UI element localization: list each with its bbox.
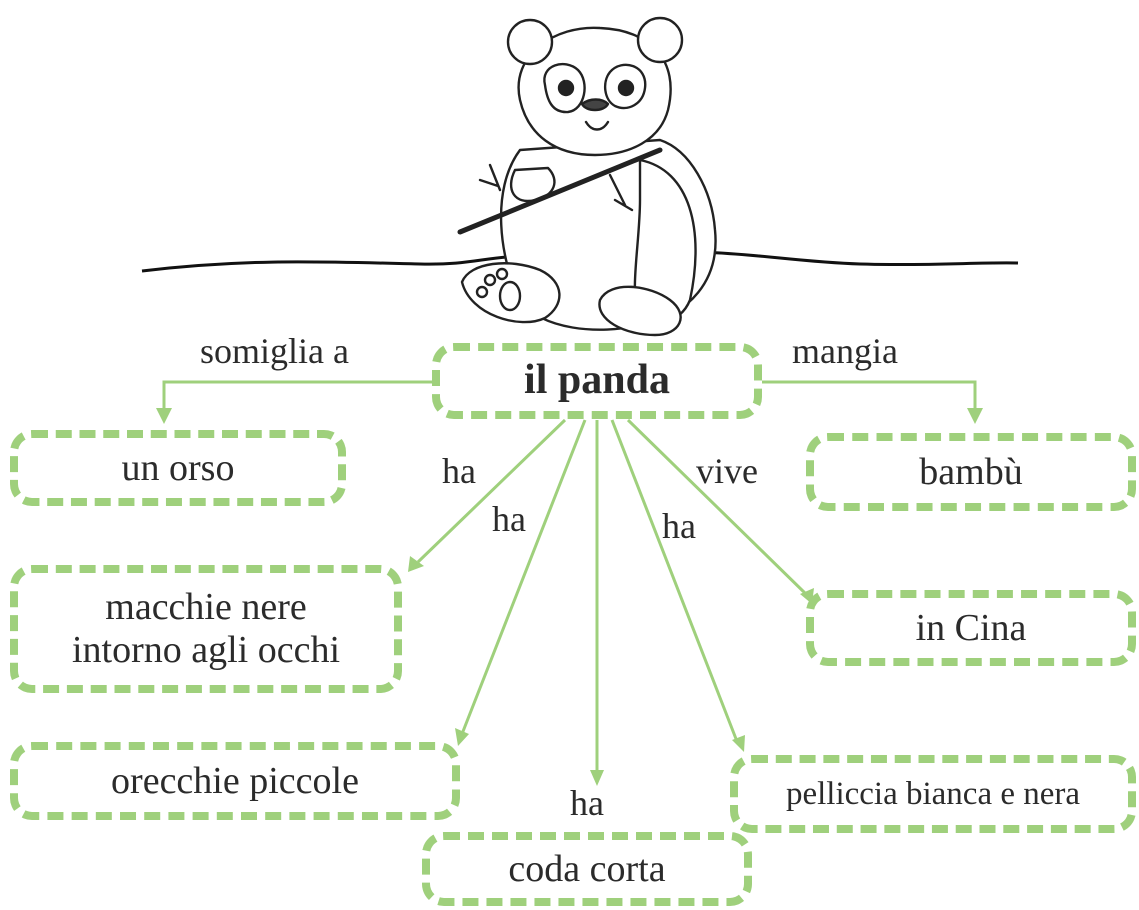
center-node: il panda: [432, 343, 762, 419]
node-in-cina-label: in Cina: [916, 607, 1027, 650]
panda-eating-bamboo-icon: [460, 18, 716, 335]
center-label: il panda: [524, 357, 670, 404]
arrow-mangia: [967, 408, 983, 424]
label-ha-pelliccia: ha: [662, 505, 696, 547]
connector-ha-macchie: [418, 420, 565, 562]
label-somiglia: somiglia a: [200, 330, 349, 372]
arrow-somiglia: [156, 408, 172, 424]
node-macchie-line2: intorno agli occhi: [72, 629, 340, 672]
node-un-orso-label: un orso: [122, 447, 235, 490]
node-un-orso: un orso: [10, 430, 346, 506]
connector-ha-orecchie: [462, 420, 585, 734]
node-orecchie: orecchie piccole: [10, 742, 460, 820]
node-macchie: macchie nere intorno agli occhi: [10, 565, 402, 693]
label-mangia: mangia: [792, 330, 898, 372]
label-ha-macchie: ha: [442, 450, 476, 492]
node-in-cina: in Cina: [806, 590, 1136, 666]
connector-mangia: [760, 382, 975, 410]
node-macchie-line1: macchie nere: [105, 586, 306, 629]
node-pelliccia: pelliccia bianca e nera: [730, 755, 1136, 833]
label-vive: vive: [696, 450, 758, 492]
node-coda: coda corta: [422, 832, 752, 906]
connector-vive: [628, 420, 808, 596]
node-bambu: bambù: [806, 433, 1136, 511]
node-coda-label: coda corta: [508, 848, 665, 891]
connector-somiglia: [164, 382, 432, 410]
node-orecchie-label: orecchie piccole: [111, 760, 359, 803]
node-pelliccia-label: pelliccia bianca e nera: [786, 776, 1080, 813]
label-ha-coda: ha: [570, 782, 604, 824]
node-bambu-label: bambù: [919, 451, 1022, 494]
label-ha-orecchie: ha: [492, 498, 526, 540]
